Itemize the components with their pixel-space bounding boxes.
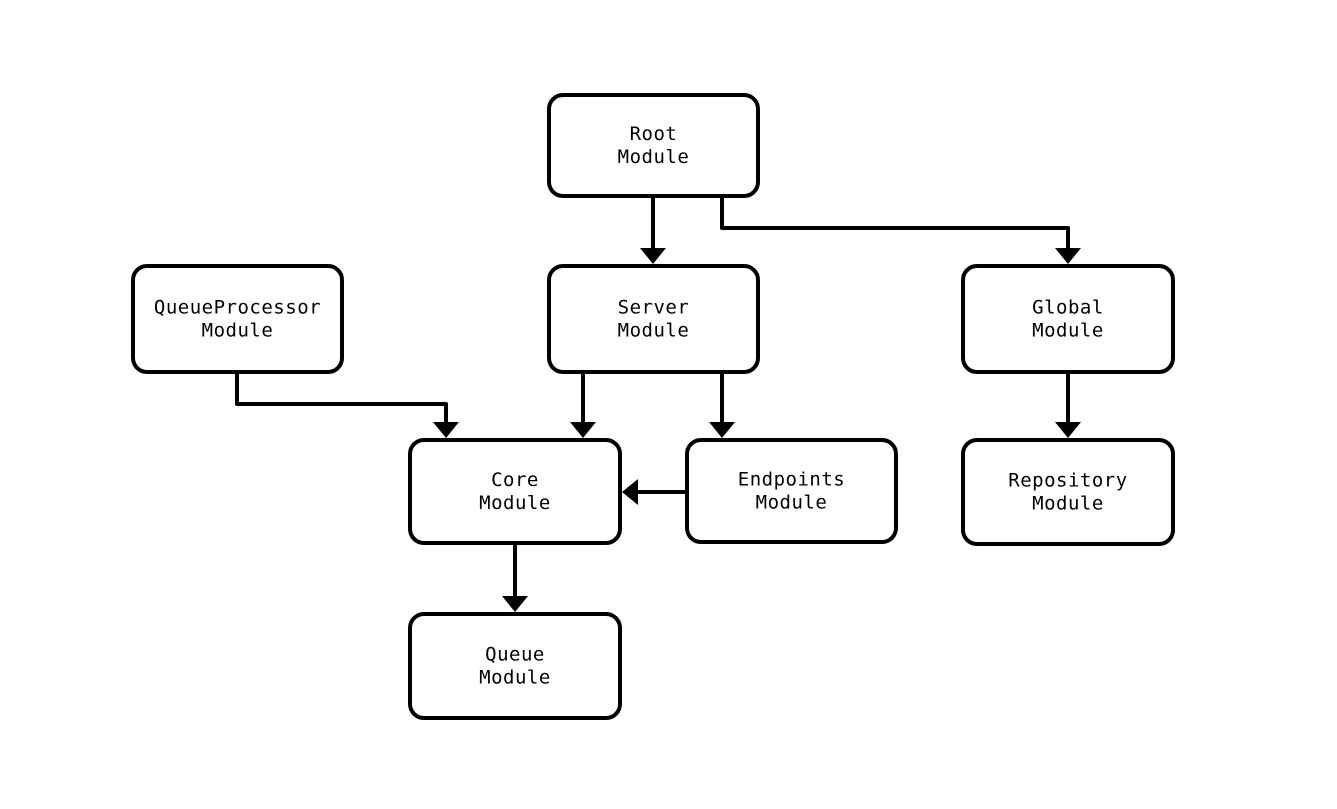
queueprocessor-module-node-box[interactable] (131, 264, 344, 374)
root-module-node-label-line2: Module (618, 146, 690, 168)
global-module-node-box[interactable] (961, 264, 1175, 374)
edge-root-to-global (720, 196, 1081, 264)
edge-global-to-repository (1055, 372, 1081, 438)
global-module-node-label-line2: Module (1032, 320, 1104, 342)
edge-endpoints-to-core (622, 479, 687, 505)
edge-queueprocessor-to-core-line (235, 372, 448, 426)
core-module-node-box[interactable] (408, 438, 622, 545)
server-module-node-box[interactable] (547, 264, 760, 374)
root-module-node-label-line1: Root (630, 123, 678, 145)
queueprocessor-module-node-label-line2: Module (202, 320, 274, 342)
endpoints-module-node-label-line1: Endpoints (738, 469, 845, 491)
queue-module-node-box[interactable] (408, 612, 622, 720)
nodes-layer: RootModuleQueueProcessorModuleServerModu… (131, 93, 1175, 720)
core-module-node-label-line2: Module (479, 492, 551, 514)
core-module-node-label-line1: Core (491, 469, 539, 491)
server-module-node-label-line2: Module (618, 320, 690, 342)
queueprocessor-module-node-label-line1: QueueProcessor (154, 297, 321, 319)
edge-global-to-repository-arrowhead-icon (1055, 422, 1081, 438)
edge-root-to-server (640, 196, 666, 264)
edge-server-to-core-arrowhead-icon (570, 422, 596, 438)
global-module-node-label-line1: Global (1032, 297, 1104, 319)
edge-server-to-endpoints (709, 372, 735, 438)
server-module-node-label-line1: Server (618, 297, 690, 319)
root-module-node-box[interactable] (547, 93, 760, 198)
repository-module-node-label-line1: Repository (1008, 470, 1127, 492)
queue-module-node-label-line2: Module (479, 667, 551, 689)
edge-root-to-global-arrowhead-icon (1055, 248, 1081, 264)
edge-root-to-global-line (720, 196, 1070, 252)
edge-core-to-queue-arrowhead-icon (502, 596, 528, 612)
edge-root-to-server-arrowhead-icon (640, 248, 666, 264)
endpoints-module-node-box[interactable] (685, 438, 898, 544)
edges-layer (235, 196, 1081, 612)
edge-endpoints-to-core-arrowhead-icon (622, 479, 638, 505)
endpoints-module-node-label-line2: Module (756, 492, 828, 514)
repository-module-node-label-line2: Module (1032, 493, 1104, 515)
edge-queueprocessor-to-core-arrowhead-icon (433, 422, 459, 438)
edge-queueprocessor-to-core (235, 372, 459, 438)
edge-core-to-queue (502, 543, 528, 612)
queue-module-node-label-line1: Queue (485, 644, 545, 666)
edge-server-to-core (570, 372, 596, 438)
repository-module-node-box[interactable] (961, 438, 1175, 546)
edge-server-to-endpoints-arrowhead-icon (709, 422, 735, 438)
